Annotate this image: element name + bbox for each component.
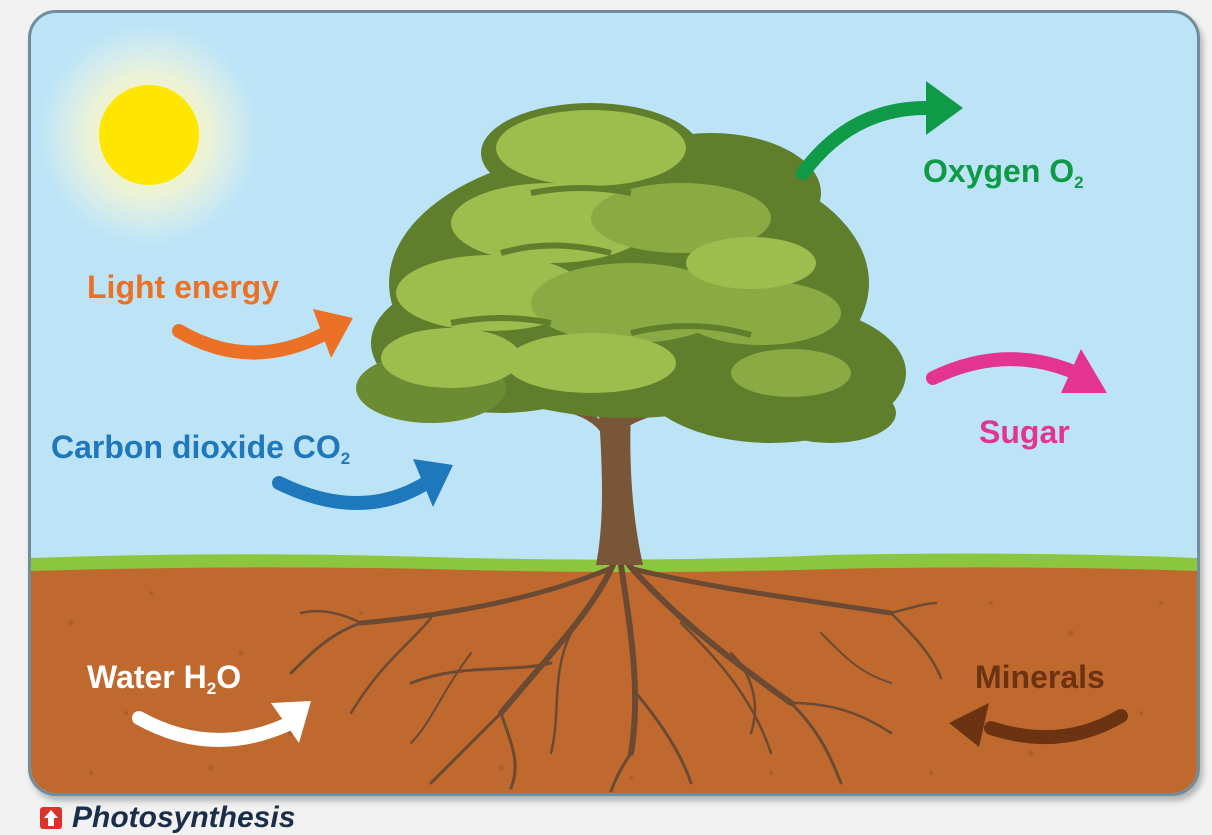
sugar-arrow — [926, 349, 1107, 393]
caption-text: Photosynthesis — [72, 801, 296, 834]
carbon-dioxide-arrow — [272, 459, 453, 510]
soil — [31, 561, 1197, 793]
carbon-dioxide-label: Carbon dioxide CO2 — [51, 429, 351, 468]
roots — [289, 562, 943, 793]
diagram-panel: Light energy Carbon dioxide CO2 Oxygen O… — [28, 10, 1200, 796]
light-energy-arrow — [172, 309, 353, 360]
minerals-arrow — [949, 703, 1128, 747]
sun-icon — [39, 25, 259, 245]
light-energy-label: Light energy — [87, 269, 280, 305]
caption-icon — [40, 807, 62, 829]
figure-caption: Photosynthesis — [40, 801, 295, 834]
sugar-label: Sugar — [979, 414, 1070, 450]
oxygen-arrow — [796, 81, 963, 180]
scene-illustration — [31, 25, 1197, 793]
oxygen-label: Oxygen O2 — [923, 153, 1084, 192]
minerals-label: Minerals — [975, 659, 1105, 695]
water-arrow — [132, 701, 311, 747]
water-label: Water H2O — [87, 659, 242, 698]
tree-icon — [356, 103, 906, 565]
